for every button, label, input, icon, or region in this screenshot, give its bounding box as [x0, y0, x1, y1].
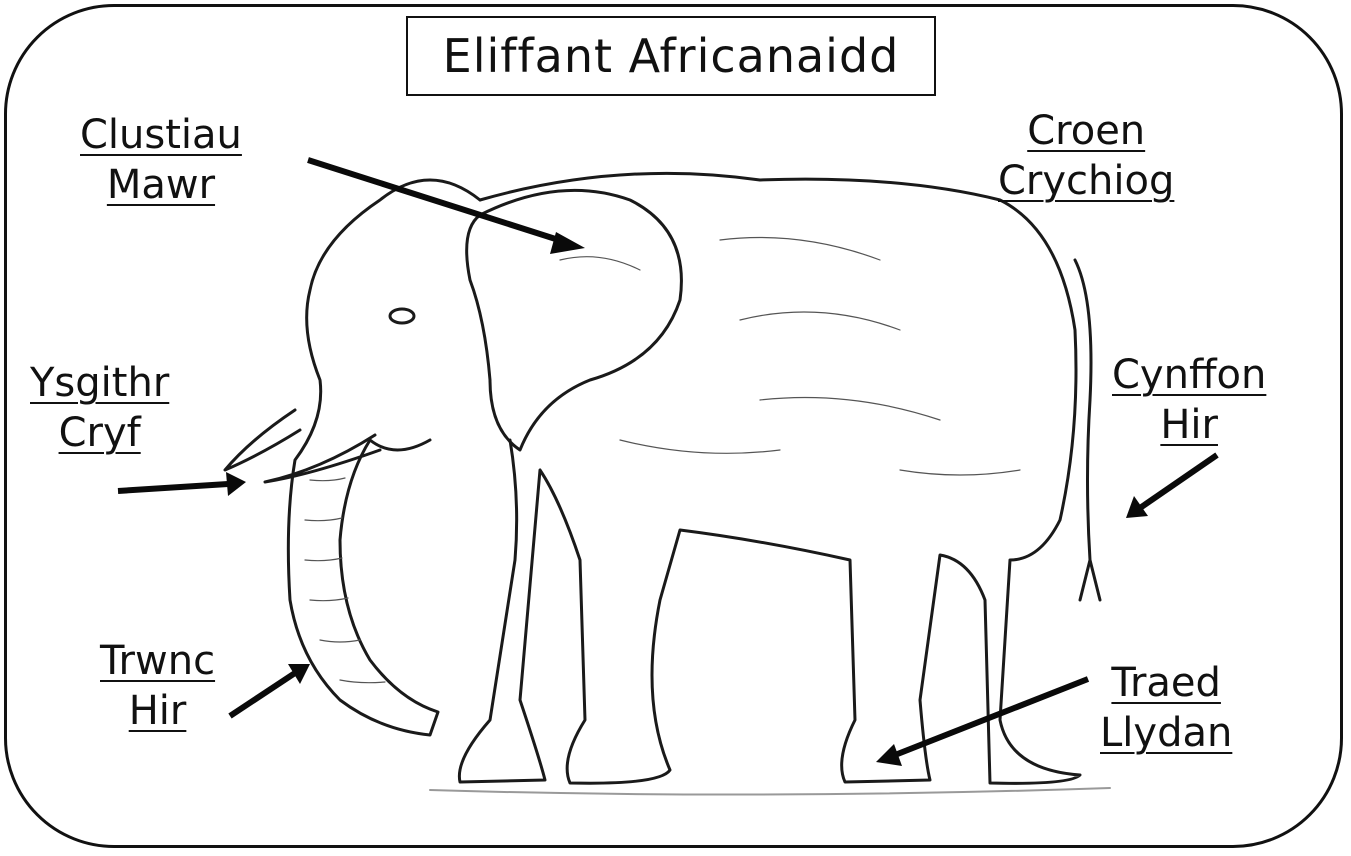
label-trunk-line1: Trwnc: [100, 636, 215, 686]
label-tail: Cynffon Hir: [1112, 350, 1266, 450]
arrow-tusk: [118, 484, 228, 491]
arrow-ears: [308, 160, 565, 242]
label-feet-line2: Llydan: [1100, 708, 1232, 758]
label-feet-line1: Traed: [1100, 658, 1232, 708]
arrow-ears-head: [550, 232, 585, 254]
diagram-title: Eliffant Africanaidd: [443, 29, 900, 83]
label-trunk-line2: Hir: [100, 686, 215, 736]
label-tusk-line1: Ysgithr: [30, 358, 169, 408]
arrow-tusk-head: [226, 472, 246, 496]
elephant-head: [288, 180, 480, 735]
elephant-ear: [467, 190, 682, 450]
title-box: Eliffant Africanaidd: [406, 16, 936, 96]
label-ears-line2: Mawr: [80, 160, 242, 210]
label-trunk: Trwnc Hir: [100, 636, 215, 736]
ground-shadow: [430, 788, 1110, 795]
label-feet: Traed Llydan: [1100, 658, 1232, 758]
elephant-tusk-far: [225, 410, 300, 470]
label-ears: Clustiau Mawr: [80, 110, 242, 210]
label-tail-line1: Cynffon: [1112, 350, 1266, 400]
elephant-tail: [1075, 260, 1100, 600]
label-skin-line2: Crychiog: [998, 156, 1174, 206]
elephant-body: [459, 173, 1080, 783]
arrow-feet: [895, 679, 1088, 755]
label-skin: Croen Crychiog: [998, 106, 1174, 206]
label-tusk-line2: Cryf: [30, 408, 169, 458]
label-ears-line1: Clustiau: [80, 110, 242, 160]
arrow-tail: [1140, 455, 1217, 508]
elephant-eye: [390, 309, 414, 323]
label-tusk: Ysgithr Cryf: [30, 358, 169, 458]
label-skin-line1: Croen: [998, 106, 1174, 156]
arrow-trunk: [230, 673, 295, 716]
label-tail-line2: Hir: [1112, 400, 1266, 450]
